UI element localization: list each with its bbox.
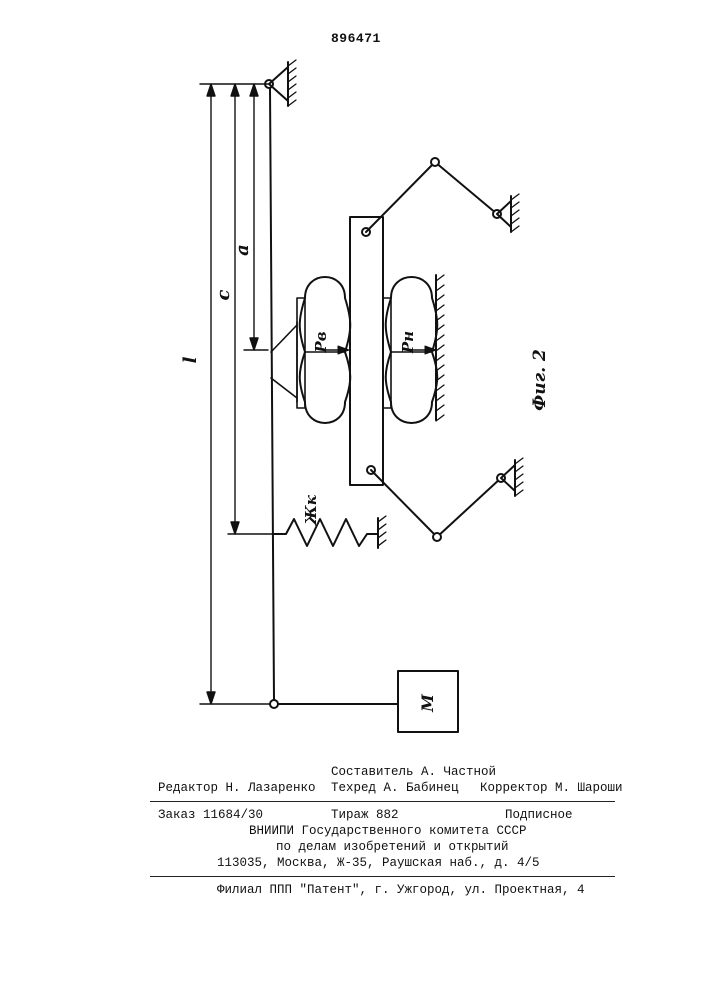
dimension-lines bbox=[200, 84, 274, 704]
circulation-line: Тираж 882 bbox=[331, 808, 399, 822]
compiler-line: Составитель А. Частной bbox=[331, 765, 496, 779]
fixed-wall bbox=[436, 275, 444, 421]
dimension-label-l: l bbox=[180, 356, 201, 363]
editor-line: Редактор Н. Лазаренко bbox=[158, 781, 316, 795]
dimension-label-c: c bbox=[213, 289, 234, 300]
mechanical-diagram: l c a Pв Pн Жк M Фиг. 2 bbox=[0, 0, 707, 760]
upper-linkage bbox=[366, 158, 519, 232]
corrector-line: Корректор М. Шароши bbox=[480, 781, 623, 795]
divider-bottom bbox=[150, 876, 615, 877]
spring bbox=[274, 516, 386, 548]
subscription-line: Подписное bbox=[505, 808, 573, 822]
address-line: 113035, Москва, Ж-35, Раушская наб., д. … bbox=[217, 856, 540, 870]
main-lever bbox=[270, 88, 278, 708]
institute-line: ВНИИПИ Государственного комитета СССР bbox=[249, 824, 527, 838]
divider-top bbox=[150, 801, 615, 802]
affairs-line: по делам изобретений и открытий bbox=[276, 840, 509, 854]
lower-linkage bbox=[371, 458, 523, 541]
lever-bracket bbox=[271, 322, 297, 402]
pressure-label-upper: Pв bbox=[312, 331, 330, 353]
techred-line: Техред А. Бабинец bbox=[331, 781, 459, 795]
spring-label: Жк bbox=[302, 494, 320, 526]
order-line: Заказ 11684/30 bbox=[158, 808, 263, 822]
figure-caption: Фиг. 2 bbox=[530, 349, 550, 411]
branch-line: Филиал ППП "Патент", г. Ужгород, ул. Про… bbox=[217, 883, 585, 897]
mass-label: M bbox=[418, 693, 437, 713]
pressure-label-lower: Pн bbox=[399, 331, 417, 354]
dimension-label-a: a bbox=[232, 244, 253, 256]
slider-bar bbox=[350, 217, 383, 485]
